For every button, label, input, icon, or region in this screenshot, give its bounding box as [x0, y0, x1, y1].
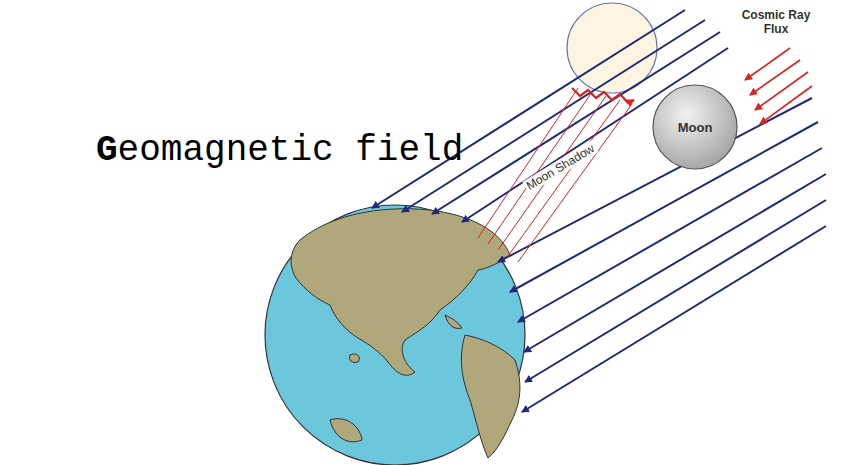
flux-label: Cosmic Ray Flux [738, 8, 814, 36]
cosmic-rays [745, 48, 812, 124]
shadow-lines [478, 88, 632, 262]
moon-disk [653, 85, 737, 169]
continents [291, 209, 520, 458]
field-title: Geomagnetic field [96, 130, 463, 171]
earth [265, 205, 525, 465]
node-text: Moon [678, 120, 713, 135]
field-lines [372, 10, 826, 412]
shadow-zigzag [572, 88, 634, 103]
moon-node: Moon [653, 85, 737, 169]
